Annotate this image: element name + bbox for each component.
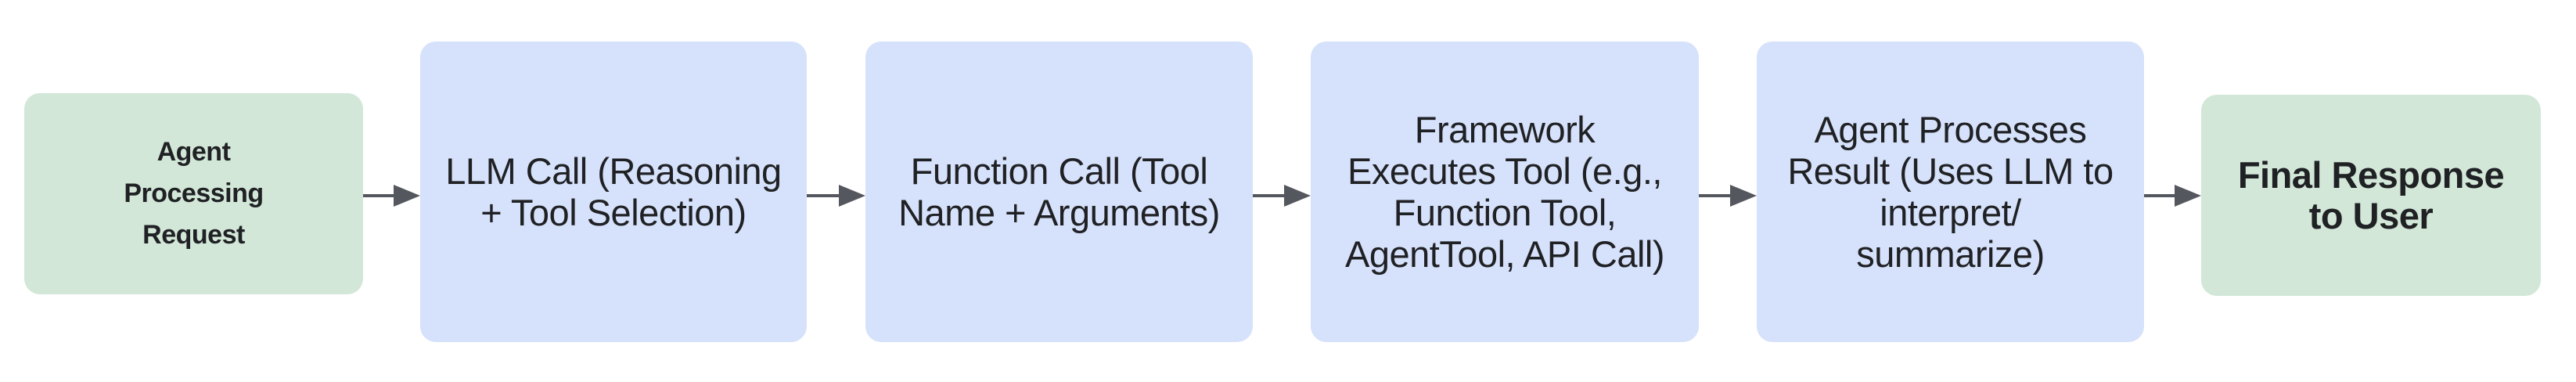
flow-node-agent-processing-request: Agent Processing Request: [24, 93, 363, 294]
flow-arrow-2: [807, 185, 865, 207]
arrow-head-icon: [1284, 185, 1311, 207]
arrow-stem: [1699, 194, 1735, 197]
flow-node-llm-call: LLM Call (Reasoning + Tool Selection): [420, 41, 807, 342]
node-label: Agent Processing Request: [124, 137, 264, 250]
flow-node-agent-processes-result: Agent Processes Result (Uses LLM to inte…: [1757, 41, 2144, 342]
flow-arrow-3: [1253, 185, 1311, 207]
node-label: Agent Processes Result (Uses LLM to inte…: [1787, 109, 2114, 275]
arrow-stem: [1253, 194, 1289, 197]
arrow-head-icon: [2175, 185, 2201, 207]
arrow-stem: [807, 194, 844, 197]
node-label: LLM Call (Reasoning + Tool Selection): [445, 150, 782, 233]
flow-arrow-1: [363, 185, 420, 207]
flow-node-function-call: Function Call (Tool Name + Arguments): [865, 41, 1253, 342]
flow-node-final-response-to-user: Final Response to User: [2201, 95, 2541, 296]
node-label: Framework Executes Tool (e.g., Function …: [1345, 109, 1665, 275]
node-label: Function Call (Tool Name + Arguments): [898, 150, 1220, 233]
flow-node-framework-executes-tool: Framework Executes Tool (e.g., Function …: [1311, 41, 1699, 342]
arrow-head-icon: [394, 185, 420, 207]
flow-arrow-5: [2144, 185, 2201, 207]
arrow-stem: [2144, 194, 2179, 197]
arrow-head-icon: [839, 185, 865, 207]
arrow-head-icon: [1730, 185, 1757, 207]
node-label: Final Response to User: [2237, 153, 2505, 236]
flow-arrow-4: [1699, 185, 1757, 207]
arrow-stem: [363, 194, 398, 197]
